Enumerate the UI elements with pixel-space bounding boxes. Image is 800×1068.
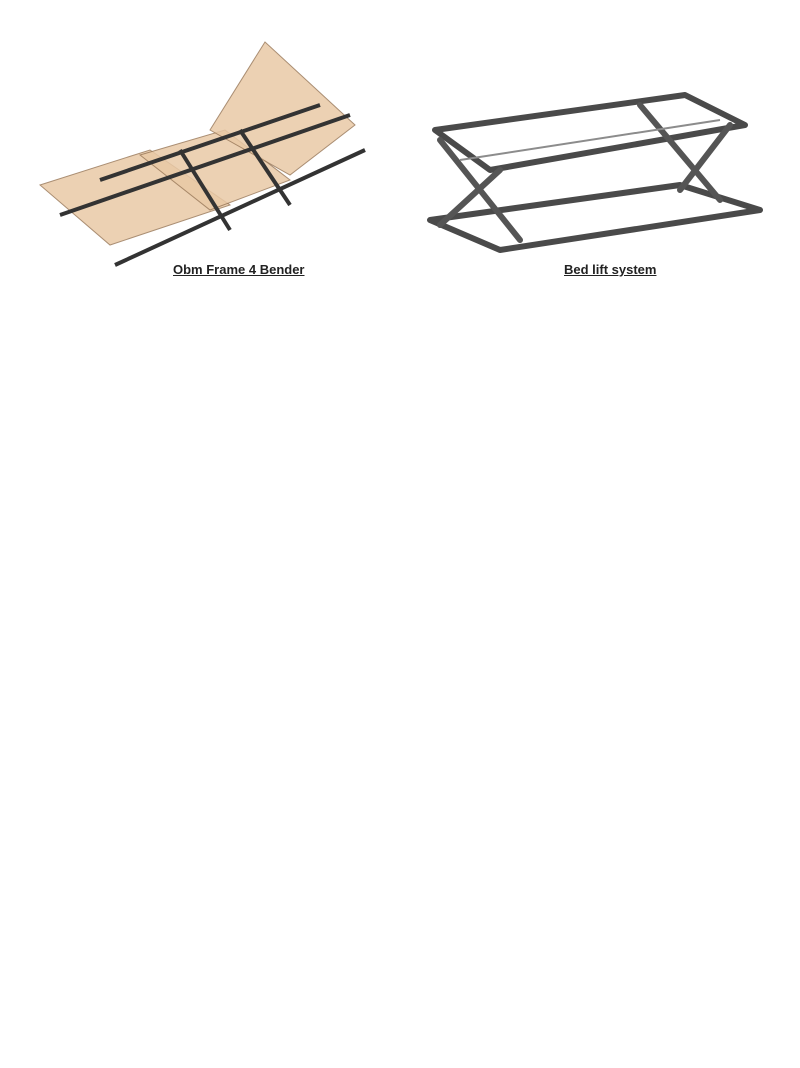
bender-frame-illustration [38, 41, 366, 267]
caption-lift-system: Bed lift system [564, 262, 657, 277]
caption-bender-frame: Obm Frame 4 Bender [173, 262, 305, 277]
lift-system-illustration [427, 92, 763, 253]
